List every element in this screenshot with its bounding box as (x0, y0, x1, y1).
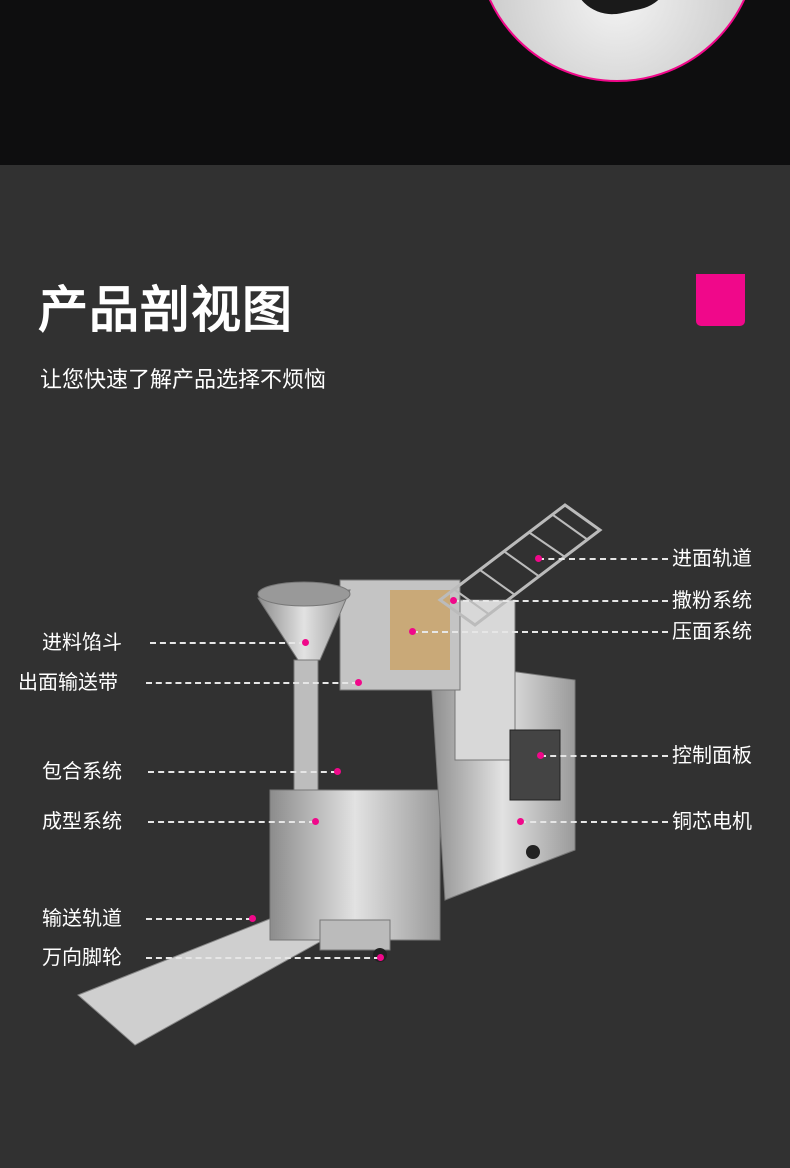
leader-line (148, 771, 337, 773)
marker-dot (249, 915, 256, 922)
marker-dot (334, 768, 341, 775)
leader-line (146, 957, 380, 959)
leader-line (453, 600, 668, 602)
label-dough-conveyor: 出面输送带 (18, 670, 118, 694)
label-filling-hopper: 进料馅斗 (42, 630, 122, 654)
leader-line (538, 558, 668, 560)
page-title: 产品剖视图 (38, 281, 293, 339)
marker-dot (312, 818, 319, 825)
label-press-system: 压面系统 (672, 619, 752, 643)
marker-dot (535, 555, 542, 562)
marker-dot (355, 679, 362, 686)
label-flour-system: 撒粉系统 (672, 588, 752, 612)
label-casters: 万向脚轮 (42, 945, 122, 969)
label-feed-track: 进面轨道 (672, 546, 752, 570)
marker-dot (302, 639, 309, 646)
leader-line (540, 755, 668, 757)
marker-dot (377, 954, 384, 961)
leader-line (146, 682, 358, 684)
leader-line (148, 821, 315, 823)
marker-dot (537, 752, 544, 759)
top-banner (0, 0, 790, 165)
label-wrapping-system: 包合系统 (42, 759, 122, 783)
label-copper-motor: 铜芯电机 (672, 809, 752, 833)
label-forming-system: 成型系统 (42, 809, 122, 833)
label-output-track: 输送轨道 (42, 906, 122, 930)
leader-line (150, 642, 305, 644)
leader-line (412, 631, 668, 633)
marker-dot (517, 818, 524, 825)
marker-dot (409, 628, 416, 635)
leader-line (520, 821, 668, 823)
marker-dot (450, 597, 457, 604)
accent-badge (696, 274, 745, 326)
page-subtitle: 让您快速了解产品选择不烦恼 (40, 368, 327, 393)
leader-line (146, 918, 252, 920)
label-control-panel: 控制面板 (672, 743, 752, 767)
